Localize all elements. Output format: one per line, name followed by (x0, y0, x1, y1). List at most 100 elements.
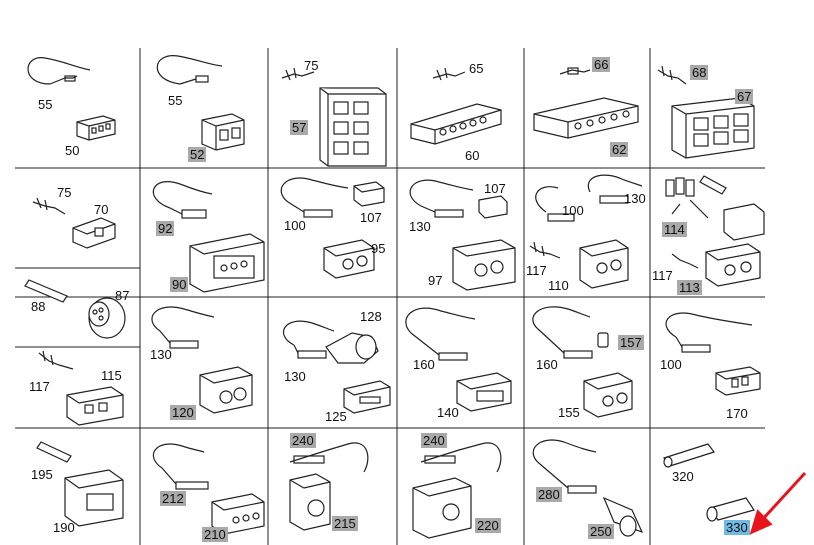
terminal-pin-icon (432, 67, 466, 81)
connector-housing-icon (76, 115, 116, 141)
connector-housing-icon (343, 380, 391, 414)
wired-terminal-icon (532, 439, 597, 494)
wired-terminal-icon (152, 181, 213, 219)
wired-terminal-icon (535, 174, 643, 222)
part-number-label: 55 (38, 97, 53, 112)
part-cell-50[interactable]: 55 50 (15, 48, 140, 168)
seal-kit-icon (665, 175, 727, 219)
part-cell-220[interactable]: 240 220 (397, 428, 524, 545)
part-cell-113[interactable]: 114 117 113 (650, 168, 765, 297)
part-number-label: 92 (156, 221, 175, 236)
part-number-label: 250 (588, 524, 614, 539)
wired-terminal-icon (280, 177, 349, 218)
part-number-label: 60 (465, 148, 480, 163)
part-number-label: 160 (413, 357, 435, 372)
sleeve-icon (663, 443, 715, 468)
part-number-label: 195 (31, 467, 53, 482)
part-cell-210[interactable]: 212 210 (140, 428, 268, 545)
part-number-label: 115 (101, 368, 122, 383)
connector-housing-icon (412, 477, 472, 539)
part-number-label: 212 (160, 491, 186, 506)
connector-housing-icon (201, 113, 245, 151)
wired-terminal-icon (405, 307, 476, 361)
part-cell-140[interactable]: 160 140 (397, 297, 524, 428)
part-cell-215[interactable]: 240 215 (268, 428, 397, 545)
part-number-label: 107 (360, 210, 382, 225)
part-number-label: 330 (724, 520, 750, 535)
terminal-pin-icon (559, 67, 591, 75)
wired-terminal-icon (409, 179, 474, 218)
part-cell-57[interactable]: 75 57 (268, 48, 397, 168)
part-number-label: 117 (29, 379, 50, 394)
part-cell-95[interactable]: 100 107 95 (268, 168, 397, 297)
wired-terminal-icon (151, 306, 215, 349)
part-cell-70[interactable]: 75 70 (15, 168, 140, 268)
sleeve-icon (706, 497, 755, 522)
part-cell-87[interactable]: 88 87 (15, 268, 140, 347)
part-cell-330[interactable]: 320 330 (650, 428, 765, 545)
part-number-label: 130 (150, 347, 172, 362)
wired-terminal-icon (156, 55, 223, 85)
part-number-label: 110 (548, 278, 569, 293)
part-number-label: 70 (94, 202, 109, 217)
connector-cap-icon (478, 195, 508, 219)
part-number-label: 62 (610, 142, 629, 157)
part-number-label: 190 (53, 520, 75, 535)
part-number-label: 50 (65, 143, 80, 158)
part-number-label: 55 (168, 93, 183, 108)
connector-housing-icon (533, 97, 639, 139)
connector-housing-icon (583, 372, 633, 418)
part-cell-97[interactable]: 107 130 97 (397, 168, 524, 297)
part-number-label: 117 (652, 268, 673, 283)
wired-terminal-icon (420, 442, 502, 473)
part-number-label: 90 (170, 277, 189, 292)
connector-housing-icon (452, 239, 516, 291)
part-cell-60[interactable]: 65 60 (397, 48, 524, 168)
part-cell-90[interactable]: 92 90 (140, 168, 268, 297)
terminal-pin-icon (38, 350, 74, 370)
part-cell-110[interactable]: 130 100 117 110 (524, 168, 650, 297)
terminal-pin-icon (529, 241, 561, 259)
connector-housing-icon (579, 239, 629, 289)
terminal-pin-icon (657, 65, 687, 85)
part-number-label: 320 (672, 469, 694, 484)
part-cell-155[interactable]: 157 160 155 (524, 297, 650, 428)
connector-housing-icon (72, 217, 116, 249)
seal-cap-icon (325, 332, 379, 364)
connector-housing-icon (211, 493, 265, 535)
part-number-label: 160 (536, 357, 558, 372)
seal-icon (597, 332, 609, 348)
part-number-label: 220 (475, 518, 501, 533)
part-number-label: 210 (202, 527, 228, 542)
part-number-label: 170 (726, 406, 748, 421)
connector-housing-icon (715, 366, 761, 396)
part-number-label: 128 (360, 309, 382, 324)
part-number-label: 240 (421, 433, 447, 448)
part-number-label: 87 (115, 288, 130, 303)
connector-housing-icon (456, 372, 512, 412)
part-cell-190[interactable]: 195 190 (15, 428, 140, 545)
wired-terminal-icon (152, 443, 209, 490)
part-cell-67[interactable]: 68 67 (650, 48, 765, 168)
connector-housing-icon (705, 203, 765, 287)
part-cell-120[interactable]: 130 120 (140, 297, 268, 428)
part-number-label: 52 (188, 147, 207, 162)
part-number-label: 107 (484, 181, 506, 196)
part-cell-115[interactable]: 117 115 (15, 347, 140, 428)
part-number-label: 100 (660, 357, 682, 372)
part-cell-250[interactable]: 280 250 (524, 428, 650, 545)
part-number-label: 100 (562, 203, 584, 218)
terminal-pin-icon (671, 253, 699, 269)
wired-terminal-icon (665, 312, 753, 353)
connector-housing-icon (323, 239, 375, 279)
wired-terminal-icon (532, 306, 593, 359)
part-number-label: 113 (677, 280, 702, 295)
part-cell-52[interactable]: 55 52 (140, 48, 268, 168)
part-number-label: 157 (618, 335, 644, 350)
part-cell-62[interactable]: 66 62 (524, 48, 650, 168)
part-cell-170[interactable]: 100 170 (650, 297, 765, 428)
connector-housing-icon (410, 103, 502, 145)
part-cell-125[interactable]: 128 130 125 (268, 297, 397, 428)
